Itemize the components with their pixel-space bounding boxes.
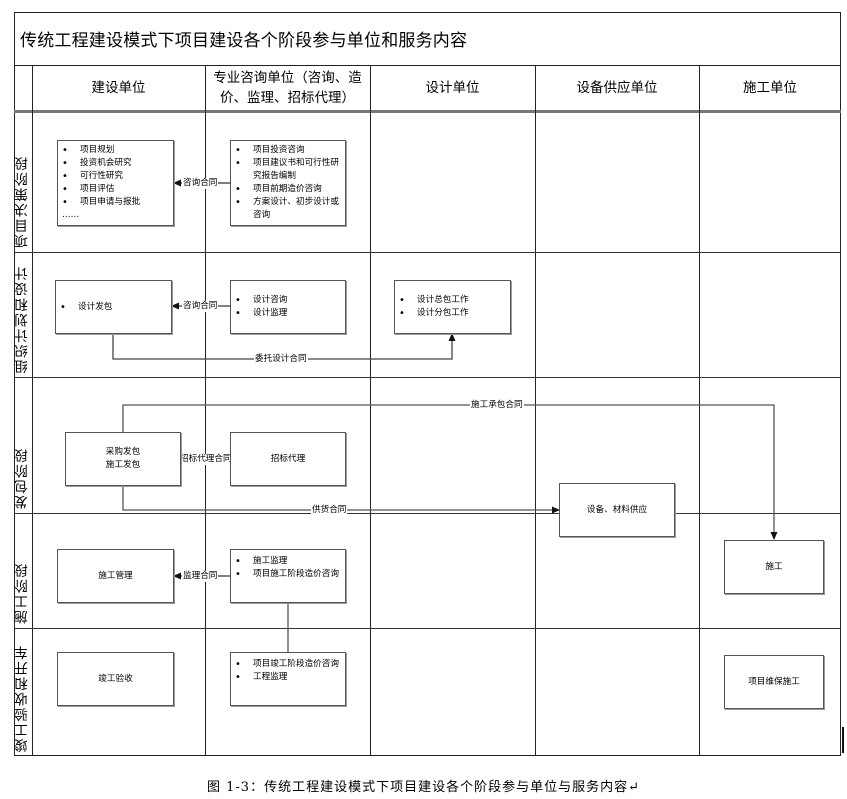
box-construction-contractor: 施工: [724, 540, 824, 594]
box-completion-consultant: 项目竣工阶段造价咨询 工程监理: [230, 652, 346, 706]
column-header-label: 建设单位: [91, 80, 146, 96]
lane-divider: [370, 66, 371, 756]
lane-divider: [699, 66, 700, 756]
phase-divider: [14, 628, 841, 629]
box-construction-owner: 施工管理: [57, 549, 174, 603]
box-tendering-owner: 采购发包 施工发包: [65, 432, 181, 486]
box-tendering-supplier: 设备、材料供应: [559, 483, 675, 537]
list-item: 项目建议书和可行性研究报告编制: [231, 157, 345, 183]
contract-label-tender-agency: 招标代理合同: [179, 454, 233, 465]
column-header-label: 设计单位: [425, 80, 480, 96]
box-line: 施工发包: [105, 460, 141, 470]
column-header-designer: 设计单位: [370, 66, 535, 113]
contract-label-decision-consult: 咨询合同: [182, 178, 219, 189]
diagram-title: 传统工程建设模式下项目建设各个阶段参与单位和服务内容: [20, 31, 468, 51]
column-header-label: 设备供应单位: [576, 80, 658, 96]
box-completion-contractor: 项目维保施工: [724, 655, 824, 709]
list-item: 设计总包工作: [395, 294, 469, 307]
title-row: [14, 12, 841, 66]
contract-label-supervision: 监理合同: [182, 571, 219, 582]
box-tendering-consultant: 招标代理: [230, 432, 346, 486]
box-planning-designer: 设计总包工作 设计分包工作: [394, 280, 511, 334]
more-ellipsis: ……: [62, 210, 80, 220]
box-text: 施工管理: [98, 570, 133, 581]
lane-divider: [535, 66, 536, 756]
box-construction-consultant: 施工监理 项目施工阶段造价咨询: [230, 549, 346, 603]
connector-supply: [122, 486, 560, 514]
list-item: 项目投资咨询: [231, 144, 345, 157]
contract-label-construction: 施工承包合同: [470, 400, 524, 411]
box-planning-consultant: 设计咨询 设计监理: [230, 280, 346, 334]
box-text: 竣工验收: [98, 673, 133, 684]
box-text: 设备、材料供应: [586, 504, 648, 515]
contract-label-supply: 供货合同: [311, 505, 348, 516]
list-item: 项目申请与报批: [58, 196, 173, 209]
box-completion-owner: 竣工验收: [57, 652, 174, 706]
list-item: 项目规划: [58, 144, 173, 157]
connector-construction-contract: [122, 404, 778, 540]
list-item: 施工监理: [231, 555, 345, 568]
lane-divider: [32, 66, 33, 756]
header-corner: [14, 66, 32, 113]
phase-divider: [14, 513, 841, 514]
box-decision-owner: 项目规划 投资机会研究 可行性研究 项目评估 项目申请与报批 ……: [57, 140, 174, 226]
list-item: 方案设计、初步设计或咨询: [231, 196, 345, 222]
list-item: 可行性研究: [58, 170, 173, 183]
phase-divider: [14, 252, 841, 253]
lane-divider: [205, 66, 206, 756]
column-header-label: 施工单位: [743, 80, 797, 96]
list-item: 项目评估: [58, 183, 173, 196]
diagram-frame: [14, 12, 841, 756]
box-text: 招标代理: [270, 453, 306, 464]
list-item: 设计监理: [231, 307, 287, 320]
box-decision-consultant: 项目投资咨询 项目建议书和可行性研究报告编制 项目前期造价咨询 方案设计、初步设…: [230, 140, 346, 226]
column-header-consultant: 专业咨询单位（咨询、造价、监理、招标代理）: [205, 66, 370, 113]
column-header-label: 专业咨询单位（咨询、造价、监理、招标代理）: [213, 70, 362, 106]
list-item: 设计分包工作: [395, 307, 469, 320]
list-item: 设计咨询: [231, 294, 287, 307]
box-text: 施工: [765, 561, 783, 572]
contract-label-planning-consult: 咨询合同: [182, 301, 219, 312]
column-header-supplier: 设备供应单位: [535, 66, 699, 113]
box-text: 项目维保施工: [748, 676, 800, 687]
phase-divider: [14, 377, 841, 378]
list-item: 项目竣工阶段造价咨询: [231, 658, 345, 671]
list-item: 工程监理: [231, 671, 345, 684]
figure-caption: 图 1-3：传统工程建设模式下项目建设各个阶段参与单位与服务内容↵: [207, 780, 640, 795]
list-item: 项目前期造价咨询: [231, 183, 345, 196]
list-item: 设计发包: [56, 301, 112, 314]
list-item: 投资机会研究: [58, 157, 173, 170]
text-cursor: [842, 727, 844, 753]
box-planning-owner: 设计发包: [55, 280, 172, 334]
column-header-owner: 建设单位: [32, 66, 205, 113]
list-item: 项目施工阶段造价咨询: [231, 568, 345, 581]
column-header-contractor: 施工单位: [699, 66, 841, 113]
contract-label-design-commission: 委托设计合同: [254, 354, 308, 365]
box-line: 采购发包: [105, 447, 141, 457]
